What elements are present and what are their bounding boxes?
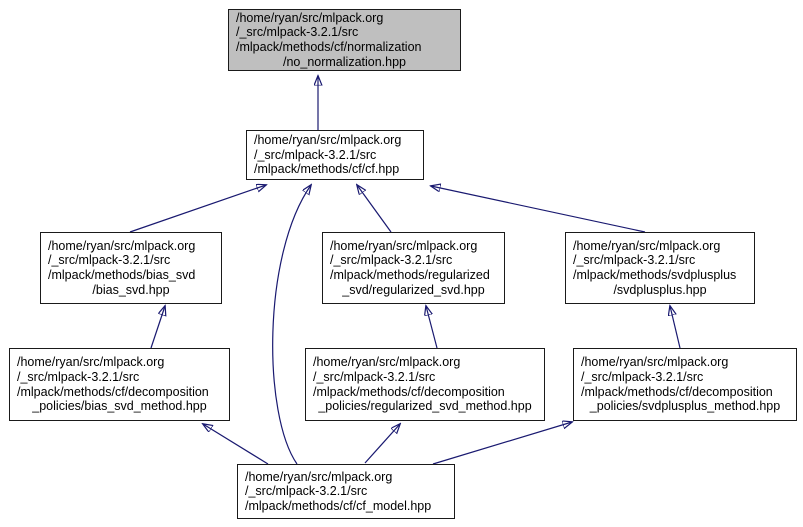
node-line: /_src/mlpack-3.2.1/src <box>236 25 359 40</box>
node-line: /home/ryan/src/mlpack.org <box>236 10 384 25</box>
graph-node-svdplusplus-method-hpp[interactable]: /home/ryan/src/mlpack.org /_src/mlpack-3… <box>573 348 797 421</box>
node-line: _svd/regularized_svd.hpp <box>342 282 485 297</box>
graph-node-no-normalization-hpp: /home/ryan/src/mlpack.org /_src/mlpack-3… <box>228 9 461 71</box>
edge-cf-model-to-regularized-svd-method <box>364 424 400 464</box>
graph-node-svdplusplus-hpp[interactable]: /home/ryan/src/mlpack.org /_src/mlpack-3… <box>565 232 755 304</box>
node-line: /mlpack/methods/cf/decomposition <box>17 384 209 399</box>
node-line: /mlpack/methods/cf/cf.hpp <box>254 162 400 177</box>
node-line: _policies/bias_svd_method.hpp <box>32 399 207 414</box>
node-line: /home/ryan/src/mlpack.org <box>581 355 729 370</box>
node-line: /mlpack/methods/cf/decomposition <box>313 384 505 399</box>
node-line: /_src/mlpack-3.2.1/src <box>573 253 696 268</box>
node-line: /_src/mlpack-3.2.1/src <box>17 369 140 384</box>
edge-cf-model-to-cf <box>272 185 311 465</box>
node-line: /mlpack/methods/svdplusplus <box>573 268 737 282</box>
edge-bias-svd-to-cf <box>129 185 266 233</box>
node-line: /mlpack/methods/bias_svd <box>48 268 196 282</box>
node-line: /_src/mlpack-3.2.1/src <box>313 369 436 384</box>
node-line: /mlpack/methods/cf/cf_model.hpp <box>245 498 432 513</box>
graph-node-cf-model-hpp[interactable]: /home/ryan/src/mlpack.org /_src/mlpack-3… <box>237 464 455 519</box>
graph-node-bias-svd-hpp[interactable]: /home/ryan/src/mlpack.org /_src/mlpack-3… <box>40 232 222 304</box>
node-line: /home/ryan/src/mlpack.org <box>573 238 721 253</box>
node-line: /mlpack/methods/cf/decomposition <box>581 384 773 399</box>
node-line: /_src/mlpack-3.2.1/src <box>48 253 171 268</box>
edge-cf-model-to-bias-svd-method <box>203 424 269 465</box>
edge-svdplusplus-method-to-svdplusplus <box>670 306 681 349</box>
node-line: /home/ryan/src/mlpack.org <box>313 355 461 370</box>
edge-svdplusplus-to-cf <box>431 186 646 233</box>
node-line: /_src/mlpack-3.2.1/src <box>330 253 453 268</box>
node-line: /home/ryan/src/mlpack.org <box>254 133 402 148</box>
node-line: /home/ryan/src/mlpack.org <box>48 238 196 253</box>
edge-regularized-svd-method-to-regularized-svd <box>426 306 438 349</box>
node-line: /home/ryan/src/mlpack.org <box>245 469 393 484</box>
node-line: /home/ryan/src/mlpack.org <box>330 238 478 253</box>
edge-cf-model-to-svdplusplus-method <box>432 422 572 465</box>
node-line: /mlpack/methods/cf/normalization <box>236 40 422 54</box>
edge-bias-svd-method-to-bias-svd <box>150 306 165 349</box>
node-line: /mlpack/methods/regularized <box>330 268 490 282</box>
node-line: /bias_svd.hpp <box>92 282 170 297</box>
edge-regularized-svd-to-cf <box>357 185 392 233</box>
graph-node-regularized-svd-hpp[interactable]: /home/ryan/src/mlpack.org /_src/mlpack-3… <box>322 232 505 304</box>
node-line: /_src/mlpack-3.2.1/src <box>245 484 368 499</box>
node-line: /_src/mlpack-3.2.1/src <box>254 147 377 162</box>
node-line: /home/ryan/src/mlpack.org <box>17 355 165 370</box>
node-line: /_src/mlpack-3.2.1/src <box>581 369 704 384</box>
node-line: /no_normalization.hpp <box>283 54 406 69</box>
graph-node-bias-svd-method-hpp[interactable]: /home/ryan/src/mlpack.org /_src/mlpack-3… <box>9 348 230 421</box>
node-line: _policies/svdplusplus_method.hpp <box>589 399 781 414</box>
graph-node-regularized-svd-method-hpp[interactable]: /home/ryan/src/mlpack.org /_src/mlpack-3… <box>305 348 545 421</box>
node-line: _policies/regularized_svd_method.hpp <box>318 399 532 414</box>
node-line: /svdplusplus.hpp <box>613 282 707 297</box>
graph-node-cf-hpp[interactable]: /home/ryan/src/mlpack.org /_src/mlpack-3… <box>246 130 424 180</box>
